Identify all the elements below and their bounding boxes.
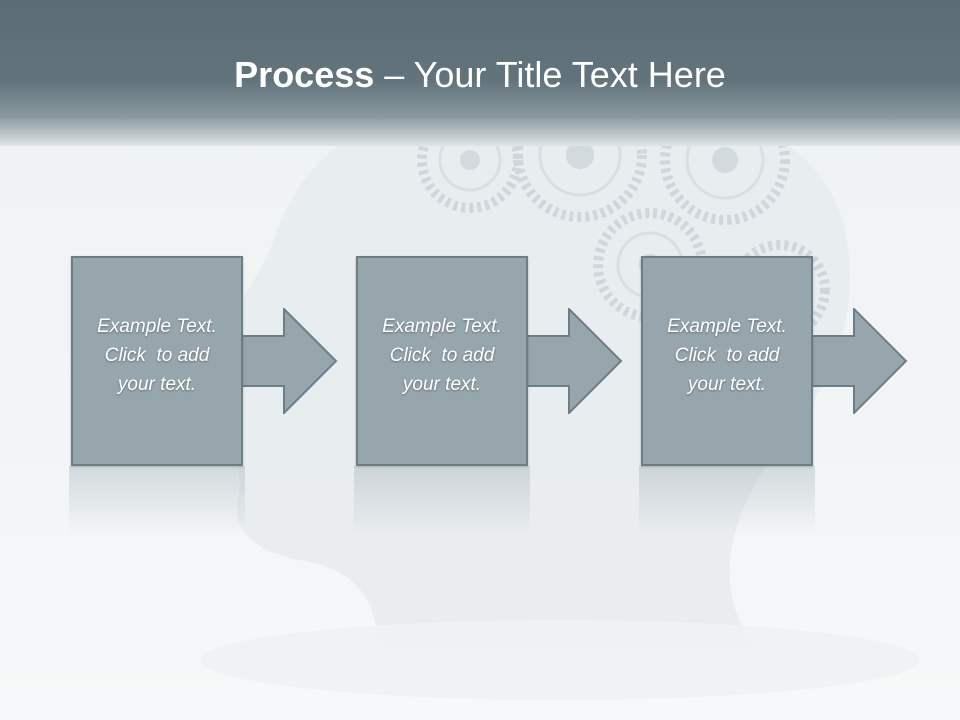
process-step-3[interactable]: Example Text. Click to add your text. <box>641 256 813 466</box>
step-line-2: Click to add <box>674 345 780 366</box>
step-line-2: Click to add <box>389 345 495 366</box>
arrow-right-icon <box>242 308 338 414</box>
step-line-1: Example Text. <box>667 316 787 337</box>
process-step-1[interactable]: Example Text. Click to add your text. <box>71 256 243 466</box>
step-line-3: your text. <box>402 374 482 395</box>
arrow-right-icon <box>812 308 908 414</box>
title-rest: – Your Title Text Here <box>374 54 726 95</box>
step-line-3: your text. <box>687 374 767 395</box>
step-reflection <box>639 466 815 536</box>
page-title[interactable]: Process – Your Title Text Here <box>0 52 960 98</box>
title-bold: Process <box>234 54 375 95</box>
step-reflection <box>354 466 530 536</box>
step-line-2: Click to add <box>104 345 210 366</box>
title-bar <box>0 0 960 146</box>
step-text: Example Text. Click to add your text. <box>358 312 526 399</box>
arrow-right-icon <box>527 308 623 414</box>
step-text: Example Text. Click to add your text. <box>643 312 811 399</box>
step-text: Example Text. Click to add your text. <box>73 312 241 399</box>
step-line-1: Example Text. <box>382 316 502 337</box>
step-line-1: Example Text. <box>97 316 217 337</box>
step-line-3: your text. <box>117 374 197 395</box>
step-reflection <box>69 466 245 536</box>
process-step-2[interactable]: Example Text. Click to add your text. <box>356 256 528 466</box>
